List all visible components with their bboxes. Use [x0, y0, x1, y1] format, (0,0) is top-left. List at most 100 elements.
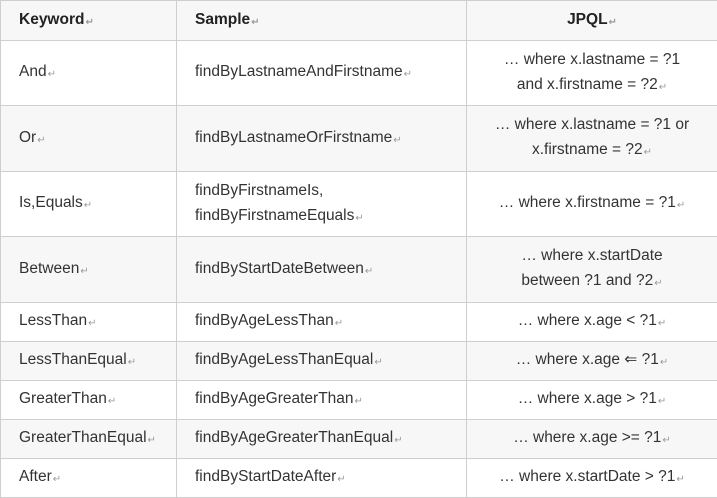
- paragraph-mark-icon: ↵: [88, 318, 97, 329]
- paragraph-mark-icon: ↵: [374, 357, 383, 368]
- jpql-cell: … where x.lastname = ?1 and x.firstname =…: [466, 40, 717, 106]
- sample-cell: findByAgeGreaterThan↵: [176, 380, 467, 420]
- jpql-cell: … where x.age >= ?1↵: [466, 419, 717, 459]
- paragraph-mark-icon: ↵: [85, 16, 94, 28]
- keyword-cell: GreaterThanEqual↵: [0, 419, 177, 459]
- table-row: And↵findByLastnameAndFirstname↵… where x…: [0, 40, 717, 106]
- jpql-text: between ?1 and ?2: [521, 272, 654, 289]
- paragraph-mark-icon: ↵: [37, 134, 46, 146]
- table-row: LessThanEqual↵findByAgeLessThanEqual↵… w…: [0, 341, 717, 381]
- sample-column-header: Sample↵: [176, 0, 467, 41]
- keyword-cell: Between↵: [0, 236, 177, 303]
- sample-method-text: findByStartDateBetween: [195, 259, 364, 277]
- paragraph-mark-icon: ↵: [52, 474, 62, 485]
- paragraph-mark-icon: ↵: [393, 134, 402, 146]
- sample-cell: findByAgeLessThan↵: [176, 302, 467, 342]
- jpql-text: … where x.age < ?1: [517, 312, 657, 329]
- jpql-text: … where x.firstname = ?1: [498, 194, 676, 211]
- jpql-cell: … where x.age < ?1↵: [466, 302, 717, 342]
- jpql-text: … where x.age ⇐ ?1: [515, 351, 659, 368]
- table-row: GreaterThan↵findByAgeGreaterThan↵… where…: [0, 380, 717, 420]
- keyword-cell: Is,Equals↵: [0, 171, 177, 237]
- jpql-text: and x.firstname = ?2: [516, 75, 658, 93]
- table-row: Between↵findByStartDateBetween↵… where x…: [0, 236, 717, 303]
- jpql-cell: … where x.firstname = ?1↵: [466, 171, 717, 237]
- table-row: Or↵findByLastnameOrFirstname↵… where x.l…: [0, 105, 717, 172]
- keyword-cell: LessThanEqual↵: [0, 341, 177, 381]
- table-body: And↵findByLastnameAndFirstname↵… where x…: [0, 40, 717, 498]
- jpql-text: … where x.startDate: [521, 247, 663, 264]
- jpql-text: … where x.lastname = ?1: [503, 50, 681, 68]
- table-header-row: Keyword↵ Sample↵ JPQL↵: [0, 0, 717, 41]
- jpql-column-header: JPQL↵: [466, 0, 717, 41]
- jpql-text: x.firstname = ?2: [531, 141, 643, 158]
- sample-method-text: findByLastnameOrFirstname: [195, 128, 393, 146]
- paragraph-mark-icon: ↵: [334, 318, 344, 329]
- keyword-text: Or: [19, 128, 37, 146]
- paragraph-mark-icon: ↵: [608, 16, 617, 28]
- jpql-cell: … where x.startDate > ?1↵: [466, 458, 717, 498]
- keyword-text: GreaterThanEqual: [19, 429, 147, 446]
- keyword-text: After: [19, 468, 52, 485]
- paragraph-mark-icon: ↵: [354, 396, 363, 407]
- sample-method-text: findByAgeGreaterThanEqual: [195, 429, 394, 446]
- table-row: LessThan↵findByAgeLessThan↵… where x.age…: [0, 302, 717, 342]
- paragraph-mark-icon: ↵: [676, 474, 685, 485]
- paragraph-mark-icon: ↵: [47, 69, 56, 80]
- sample-cell: findByStartDateAfter↵: [176, 458, 467, 498]
- paragraph-mark-icon: ↵: [107, 396, 117, 407]
- keyword-text: LessThan: [19, 312, 88, 329]
- paragraph-mark-icon: ↵: [80, 265, 89, 277]
- paragraph-mark-icon: ↵: [394, 435, 403, 446]
- keyword-cell: And↵: [0, 40, 177, 106]
- paragraph-mark-icon: ↵: [127, 357, 137, 368]
- paragraph-mark-icon: ↵: [337, 474, 346, 485]
- jpql-cell: … where x.age > ?1↵: [466, 380, 717, 420]
- sample-cell: findByAgeLessThanEqual↵: [176, 341, 467, 381]
- paragraph-mark-icon: ↵: [364, 265, 374, 277]
- keyword-cell: LessThan↵: [0, 302, 177, 342]
- sample-cell: findByFirstnameIs, findByFirstnameEquals↵: [176, 171, 467, 237]
- paragraph-mark-icon: ↵: [658, 81, 668, 93]
- paragraph-mark-icon: ↵: [654, 278, 663, 289]
- table-row: GreaterThanEqual↵findByAgeGreaterThanEqu…: [0, 419, 717, 459]
- keyword-cell: After↵: [0, 458, 177, 498]
- paragraph-mark-icon: ↵: [659, 357, 669, 368]
- jpql-header-label: JPQL: [567, 10, 608, 28]
- jpql-cell: … where x.startDate between ?1 and ?2↵: [466, 236, 717, 303]
- sample-method-text: findByFirstnameEquals: [195, 206, 355, 224]
- sample-method-text: findByStartDateAfter: [195, 468, 337, 485]
- keyword-cell: Or↵: [0, 105, 177, 172]
- jpql-cell: … where x.age ⇐ ?1↵: [466, 341, 717, 381]
- sample-cell: findByLastnameAndFirstname↵: [176, 40, 467, 106]
- table-row: Is,Equals↵findByFirstnameIs,findByFirstn…: [0, 171, 717, 237]
- paragraph-mark-icon: ↵: [403, 69, 413, 80]
- sample-cell: findByAgeGreaterThanEqual↵: [176, 419, 467, 459]
- keyword-header-label: Keyword: [19, 10, 85, 28]
- sample-method-text: findByFirstnameIs,: [195, 181, 324, 199]
- keyword-column-header: Keyword↵: [0, 0, 177, 41]
- paragraph-mark-icon: ↵: [657, 396, 667, 407]
- keyword-text: GreaterThan: [19, 390, 107, 407]
- paragraph-mark-icon: ↵: [355, 212, 364, 224]
- keyword-text: Is,Equals: [19, 194, 83, 211]
- sample-method-text: findByAgeLessThanEqual: [195, 351, 374, 368]
- sample-cell: findByLastnameOrFirstname↵: [176, 105, 467, 172]
- jpql-text: … where x.lastname = ?1 or: [494, 116, 690, 133]
- paragraph-mark-icon: ↵: [251, 16, 260, 28]
- sample-cell: findByStartDateBetween↵: [176, 236, 467, 303]
- keyword-text: And: [19, 63, 47, 80]
- table-row: After↵findByStartDateAfter↵… where x.sta…: [0, 458, 717, 498]
- paragraph-mark-icon: ↵: [147, 435, 156, 446]
- keyword-cell: GreaterThan↵: [0, 380, 177, 420]
- jpql-text: … where x.age > ?1: [517, 390, 657, 407]
- keyword-text: Between: [19, 259, 80, 277]
- sample-method-text: findByAgeGreaterThan: [195, 390, 354, 407]
- paragraph-mark-icon: ↵: [662, 435, 671, 446]
- jpql-text: … where x.startDate > ?1: [499, 468, 676, 485]
- paragraph-mark-icon: ↵: [643, 147, 653, 158]
- keyword-text: LessThanEqual: [19, 351, 127, 368]
- jpql-text: … where x.age >= ?1: [513, 429, 662, 446]
- paragraph-mark-icon: ↵: [657, 318, 667, 329]
